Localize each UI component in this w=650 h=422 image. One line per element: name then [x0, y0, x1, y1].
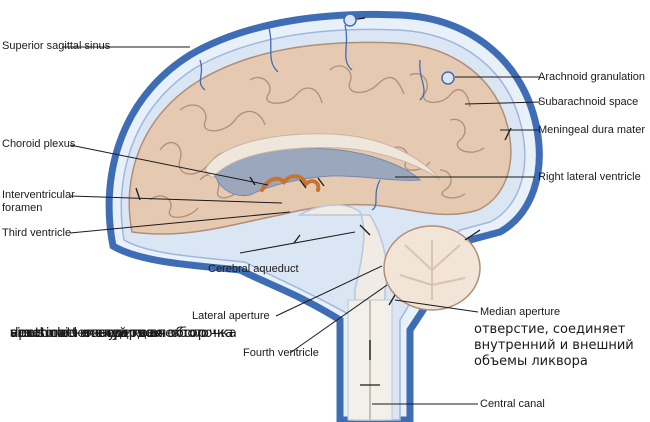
glossary-line: ventricle - желудочек [10, 325, 162, 341]
label-third-ventricle: Third ventricle [2, 227, 72, 239]
label-right-lateral-ventricle: Right lateral ventricle [538, 171, 641, 183]
corpus-callosum [204, 133, 441, 181]
leader-lines [62, 46, 541, 405]
glossary-line: sinus - венозный коллектор [10, 325, 207, 341]
label-superior-sagittal-sinus: Superior sagittal sinus [2, 40, 111, 52]
arbor-vitae [399, 240, 466, 300]
choroid-plexus-shape [260, 174, 321, 192]
median-aperture-note: отверстие, соединяет внутренний и внешни… [474, 322, 634, 369]
label-arachnoid-granulation: Arachnoid granulation [538, 71, 646, 83]
glossary-line: aperture - отверстие [10, 325, 155, 341]
cortical-veins [199, 24, 425, 211]
label-meningeal-dura-mater: Meningeal dura mater [538, 124, 646, 136]
glossary-line: dura matter - твердая оболочка [10, 325, 234, 341]
label-interventricular-foramen: Interventricular foramen [2, 189, 75, 214]
label-choroid-plexus: Choroid plexus [2, 138, 76, 150]
label-median-aperture: Median aperture [480, 306, 561, 318]
label-lateral-aperture: Lateral aperture [192, 310, 270, 322]
arachnoid-granulation-mark [343, 13, 357, 27]
label-cerebral-aqueduct: Cerebral aqueduct [208, 263, 299, 275]
arachnoid-granulation-mark-2 [441, 71, 455, 85]
label-central-canal: Central canal [480, 398, 545, 410]
gyri-lines [149, 65, 485, 218]
label-subarachnoid-space: Subarachnoid space [538, 96, 639, 108]
label-fourth-ventricle: Fourth ventricle [243, 347, 319, 359]
glossary-line: arachnoid - паутинная оболочка [10, 325, 237, 341]
